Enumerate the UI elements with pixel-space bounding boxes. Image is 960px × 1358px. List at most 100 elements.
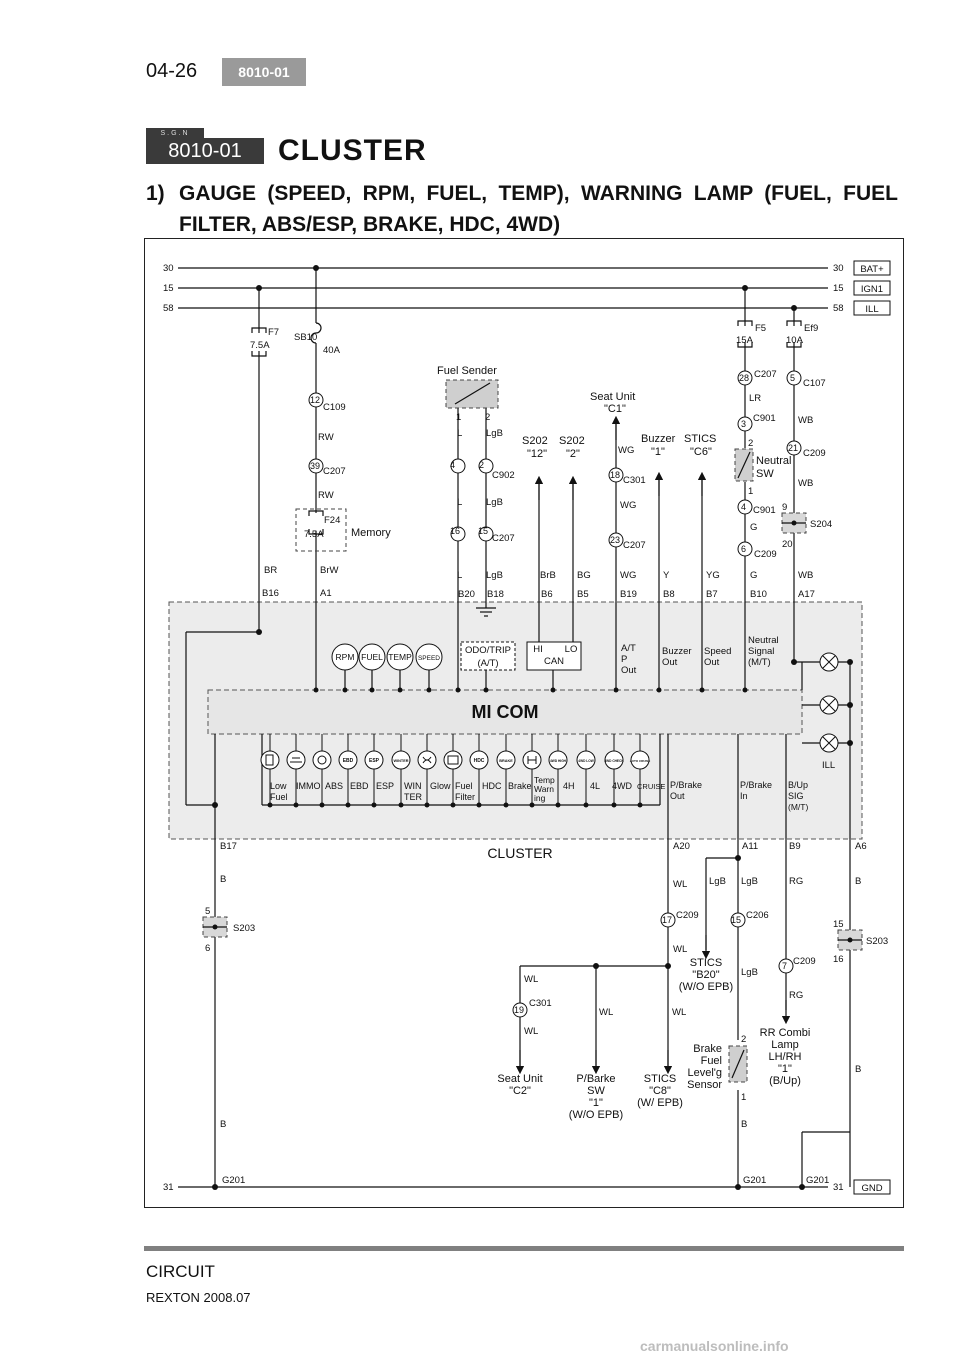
wire-lgb-1: LgB: [486, 428, 503, 439]
icon-winter: WINTER: [394, 759, 409, 763]
neutral-sw-label: Neutral: [756, 455, 791, 467]
diagram-frame: [144, 238, 904, 1208]
wire-b-2: B: [220, 1119, 226, 1130]
f24-label: F24: [324, 515, 340, 526]
terminal-b18: B18: [487, 589, 504, 600]
icon-4wd-check: 4WD CHECK: [604, 759, 624, 763]
wire-rg-2: RG: [789, 990, 803, 1001]
pin-12: 12: [310, 395, 320, 405]
pbrake-sw-label: P/Barke: [576, 1073, 615, 1085]
label-low-fuel-1: Low: [270, 781, 287, 791]
neutral-signal-2: Signal: [748, 646, 774, 657]
rr-combi-pin: "1": [778, 1063, 792, 1075]
wire-b-4: B: [855, 876, 861, 887]
wire-lgb-4: LgB: [709, 876, 726, 887]
section-badge: 8010-01: [146, 138, 264, 164]
s202-12-pin: "12": [527, 448, 547, 460]
footer-model: REXTON 2008.07: [146, 1290, 251, 1305]
micom-label: MI COM: [472, 702, 539, 722]
buzzer-label: Buzzer: [641, 433, 676, 445]
brake-fluid-sensor-3: Level'g: [687, 1067, 722, 1079]
wire-brw: BrW: [320, 565, 339, 576]
label-temp-warning-2: Warn: [534, 784, 554, 794]
backup-sig-2: SIG: [788, 791, 804, 801]
wire-wl-3: WL: [524, 974, 538, 985]
f5-rating: 15A: [736, 335, 754, 346]
f24-memory-box: [295, 508, 347, 552]
connector-c206: C206: [746, 910, 769, 921]
ign1-tag: IGN1: [861, 284, 883, 295]
connector-c207-1: C207: [323, 466, 346, 477]
backup-sig-3: (M/T): [788, 802, 808, 812]
fuel-sender-pin-2: 2: [485, 412, 490, 423]
label-abs: ABS: [325, 781, 343, 791]
wire-rw-1: RW: [318, 432, 334, 443]
wire-wg-3: WG: [620, 570, 636, 581]
pin-5: 5: [790, 373, 795, 383]
connector-c209-3: C209: [676, 910, 699, 921]
wire-wl-2: WL: [673, 944, 687, 955]
odo-trip-label: ODO/TRIP: [465, 645, 511, 656]
connector-c301-2: C301: [529, 998, 552, 1009]
pin-17: 17: [662, 915, 672, 925]
can-box: [526, 641, 582, 671]
junction-dots: [212, 265, 853, 1190]
rail-31-right: 31: [833, 1182, 844, 1193]
label-4l: 4L: [590, 781, 600, 791]
rr-combi-label: RR Combi: [760, 1027, 811, 1039]
label-fuel-filter-2: Filter: [455, 792, 475, 802]
subtitle-line-1: GAUGE (SPEED, RPM, FUEL, TEMP), WARNING …: [179, 182, 898, 205]
pin-4: 4: [450, 460, 455, 470]
wire-b-1: B: [220, 874, 226, 885]
sensor-pin-1: 1: [741, 1092, 746, 1103]
gauge-speed: SPEED: [418, 655, 440, 662]
wire-rw-2: RW: [318, 490, 334, 501]
connector-c209-4: C209: [793, 956, 816, 967]
wire-rg-1: RG: [789, 876, 803, 887]
ill-lamps-label: ILL: [822, 760, 835, 771]
icon-glyphs: [265, 754, 537, 766]
wire-wb-1: WB: [798, 415, 813, 426]
speed-out-2: Out: [704, 657, 720, 668]
wire-lgb-6: LgB: [741, 967, 758, 978]
f7-rating: 7.5A: [250, 340, 270, 351]
subtitle-number: 1): [146, 182, 165, 205]
ill-tag: ILL: [865, 304, 878, 315]
neutral-signal-3: (M/T): [748, 657, 771, 668]
gauge-temp: TEMP: [388, 652, 412, 662]
brake-fluid-sensor-2: Fuel: [701, 1055, 722, 1067]
pin-15-c206: 15: [731, 915, 741, 925]
icon-auto-cruise: AUTO CRUISE: [630, 759, 651, 763]
splice-pin-15: 15: [833, 919, 844, 930]
rail-58-right: 58: [833, 303, 844, 314]
connector-c209-1: C209: [754, 549, 777, 560]
label-esp: ESP: [376, 781, 394, 791]
wire-wb-2: WB: [798, 478, 813, 489]
wire-l-2: L: [457, 497, 462, 508]
connector-c109: C109: [323, 402, 346, 413]
stics-c8-pin: "C8": [649, 1085, 671, 1097]
neutral-sw-pin-2: 2: [748, 438, 753, 449]
seat-unit-c2-label: Seat Unit: [497, 1073, 542, 1085]
footer-rule: [144, 1246, 904, 1251]
wire-wg-1: WG: [618, 445, 634, 456]
sb10-rating: 40A: [323, 345, 341, 356]
wire-y: Y: [663, 570, 670, 581]
seat-unit-c1-pin: "C1": [604, 403, 626, 415]
gauge-fuel: FUEL: [361, 652, 383, 662]
f7-label: F7: [268, 327, 279, 338]
rail-30-right: 30: [833, 263, 844, 274]
stics-b20-note: (W/O EPB): [679, 981, 733, 993]
connector-c207-3: C207: [623, 540, 646, 551]
terminal-b17: B17: [220, 841, 237, 852]
connector-c107: C107: [803, 378, 826, 389]
pin-3: 3: [741, 419, 746, 429]
warning-stems: [269, 734, 641, 805]
cluster-label: CLUSTER: [487, 845, 552, 861]
icon-4wd-high: 4WD HIGH: [550, 759, 567, 763]
connector-s203-left: S203: [233, 923, 255, 934]
ground-g201-1: G201: [222, 1175, 245, 1186]
terminal-b16: B16: [262, 588, 279, 599]
terminal-a17: A17: [798, 589, 815, 600]
wire-wl-6: WL: [672, 1007, 686, 1018]
